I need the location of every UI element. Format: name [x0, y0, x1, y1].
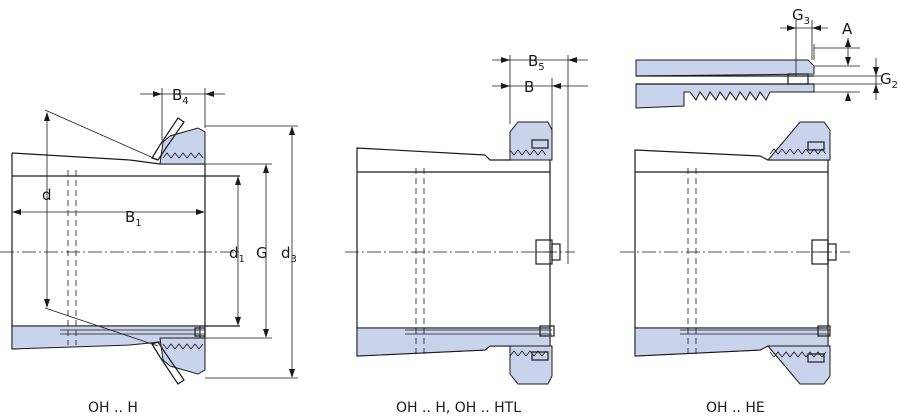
b5-arrow-right [568, 57, 577, 63]
dim-b5-label: B5 [528, 52, 545, 73]
d1-arrow-top [235, 176, 241, 185]
detail-section-top [635, 59, 815, 77]
caption-oh-h-htl: OH .. H, OH .. HTL [396, 400, 521, 416]
oil-nipple [539, 325, 555, 337]
d-arrow-bottom [44, 299, 50, 308]
g3-arrow-right [812, 25, 821, 31]
b-arrow-right [552, 83, 561, 89]
view-oh-h: d B1 B4 d1 G d3 OH .. H [0, 86, 298, 416]
dim-b-label: B [524, 78, 534, 96]
dim-g2-label: G2 [880, 70, 898, 91]
d-leader-top [44, 109, 159, 161]
oil-duct [687, 168, 697, 355]
caption-oh-he: OH .. HE [706, 400, 765, 416]
nut-section-bottom [766, 345, 831, 385]
dim-a-label: A [842, 20, 853, 38]
caption-oh-h: OH .. H [88, 400, 138, 416]
b5-arrow-left [501, 57, 510, 63]
dim-g3-label: G3 [792, 6, 810, 27]
thread-top [162, 152, 204, 159]
d3-arrow-bottom [289, 369, 295, 378]
b1-arrow-right [196, 209, 205, 215]
lower-sleeve-section [11, 325, 201, 350]
d3-arrow-top [289, 126, 295, 135]
d-leader-bottom [44, 307, 159, 347]
g2-arrow-top [873, 67, 879, 76]
g3-arrow-left [787, 25, 796, 31]
dim-b1-label: B1 [125, 208, 142, 229]
nut-section-top [766, 121, 831, 161]
oil-duct [67, 170, 77, 345]
lower-sleeve-section [356, 327, 551, 357]
oil-pipe [405, 329, 552, 335]
dim-g-label: G [256, 244, 268, 262]
d-arrow-top [44, 112, 50, 121]
sleeve-outline [634, 149, 829, 357]
thread-bottom [509, 350, 547, 357]
thread-top [769, 148, 827, 155]
nut-screw-bottom [807, 353, 825, 363]
lock-washer-bottom [151, 341, 185, 385]
dim-d1-label: d1 [229, 244, 245, 265]
thread-top [509, 149, 547, 156]
nut-screw-bottom [531, 351, 549, 361]
detail-section-bottom [635, 83, 815, 109]
oil-nipple [817, 325, 831, 337]
oil-duct [415, 168, 425, 355]
detail-screw [787, 73, 809, 85]
g2-arrow-a [845, 57, 851, 66]
d1-arrow-bottom [235, 317, 241, 326]
g-arrow-top [263, 164, 269, 173]
view-oh-he: G3 A G2 OH .. HE [620, 6, 898, 416]
dim-d3-label: d3 [281, 244, 297, 265]
dim-b4-label: B4 [172, 86, 189, 107]
view-oh-h-htl: B5 B OH .. H, OH .. HTL [345, 52, 588, 416]
b1-arrow-left [12, 209, 21, 215]
b-arrow-left [501, 83, 510, 89]
g2-arrow-b [845, 92, 851, 101]
oil-pipe [60, 329, 205, 335]
oil-nipple [194, 327, 206, 337]
nut-screw-top [531, 139, 549, 149]
oil-pipe [680, 329, 830, 335]
nut-screw-top [807, 141, 825, 151]
g2-arrow-bottom [873, 84, 879, 93]
dim-d-label: d [42, 186, 52, 204]
g-arrow-bottom [263, 329, 269, 338]
b4-arrow-right [205, 91, 214, 97]
thread-bottom [162, 343, 204, 350]
b4-arrow-left [153, 91, 162, 97]
sleeve-outline [11, 152, 206, 350]
